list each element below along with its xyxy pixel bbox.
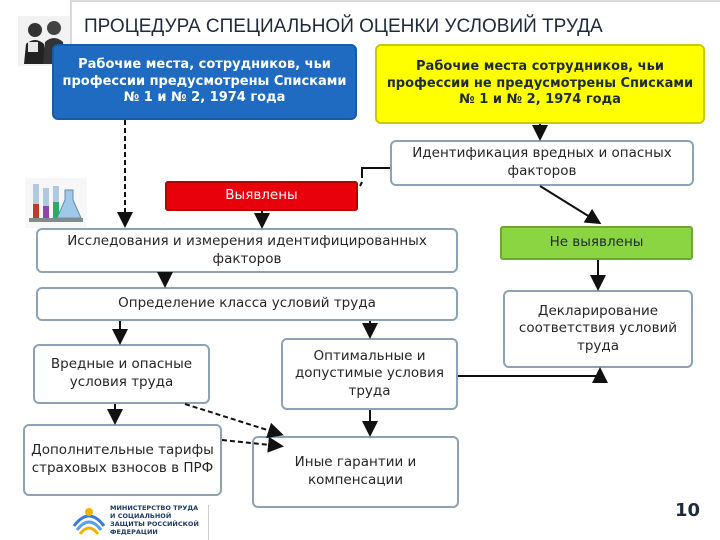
page-title: ПРОЦЕДУРА СПЕЦИАЛЬНОЙ ОЦЕНКИ УСЛОВИЙ ТРУ… bbox=[70, 0, 720, 44]
footer-divider bbox=[208, 505, 209, 540]
harmful-conditions-box: Вредные и опасные условия труда bbox=[33, 344, 210, 404]
optimal-conditions-box: Оптимальные и допустимые условия труда bbox=[281, 338, 458, 410]
tariffs-box: Дополнительные тарифы страховых взносов … bbox=[23, 424, 222, 496]
class-definition-box: Определение класса условий труда bbox=[36, 287, 458, 321]
research-box: Исследования и измерения идентифицирован… bbox=[36, 228, 458, 273]
page-number: 10 bbox=[674, 500, 700, 521]
unlisted-workplaces-box: Рабочие места сотрудников, чьи профессии… bbox=[375, 44, 705, 124]
not-detected-box: Не выявлены bbox=[500, 226, 693, 260]
declaration-box: Декларирование соответствия условий труд… bbox=[503, 290, 693, 368]
ministry-logo-icon: МИНИСТЕРСТВО ТРУДА И СОЦИАЛЬНОЙ ЗАЩИТЫ Р… bbox=[72, 500, 204, 540]
guarantees-box: Иные гарантии и компенсации bbox=[252, 436, 459, 508]
listed-workplaces-box: Рабочие места, сотрудников, чьи професси… bbox=[52, 44, 357, 120]
detected-box: Выявлены bbox=[165, 181, 358, 211]
lab-flasks-icon bbox=[25, 178, 87, 228]
ministry-logo-text: МИНИСТЕРСТВО ТРУДА И СОЦИАЛЬНОЙ ЗАЩИТЫ Р… bbox=[110, 504, 199, 537]
identification-box: Идентификация вредных и опасных факторов bbox=[390, 140, 694, 186]
